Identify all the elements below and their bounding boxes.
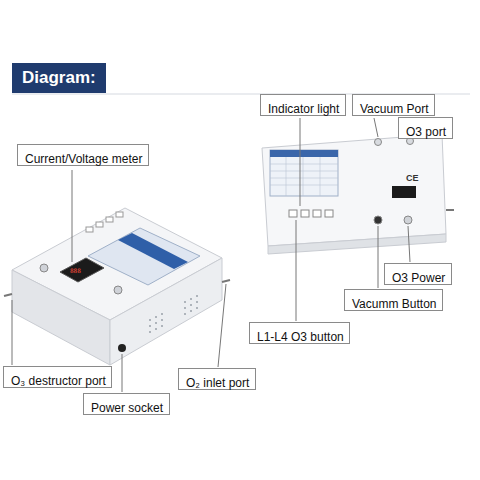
left-device: 888 [4, 208, 230, 365]
callout-label: O₃ destructor port [11, 374, 106, 388]
callout-label: Indicator light [268, 102, 339, 116]
callout-label: O3 port [406, 125, 446, 139]
callout-box: O₂ inlet port [178, 368, 256, 390]
callout-box: O3 port [398, 117, 453, 139]
callout-box: Power socket [83, 393, 170, 415]
callout-box: Indicator light [260, 94, 346, 116]
mark-label: CE [406, 173, 419, 183]
callout-label: O₂ inlet port [186, 376, 249, 390]
callout-label: Vacuum Port [360, 102, 428, 116]
title-heading: Diagram: [12, 63, 106, 93]
callout-label: Vacumm Button [352, 297, 436, 311]
callout-label: L1-L4 O3 button [257, 330, 344, 344]
callout-box: Vacumm Button [344, 289, 443, 311]
callout-label: O3 Power [392, 271, 445, 285]
svg-text:888: 888 [70, 267, 81, 274]
right-device [262, 134, 454, 254]
callout-label: Current/Voltage meter [25, 152, 142, 166]
callout-box: O3 Power [384, 263, 452, 285]
callout-box: O₃ destructor port [3, 366, 112, 388]
callout-box: L1-L4 O3 button [249, 322, 350, 344]
leader-lines [12, 118, 410, 392]
callout-box: Vacuum Port [352, 94, 435, 116]
callout-box: Current/Voltage meter [17, 144, 149, 166]
callout-label: Power socket [91, 401, 163, 415]
